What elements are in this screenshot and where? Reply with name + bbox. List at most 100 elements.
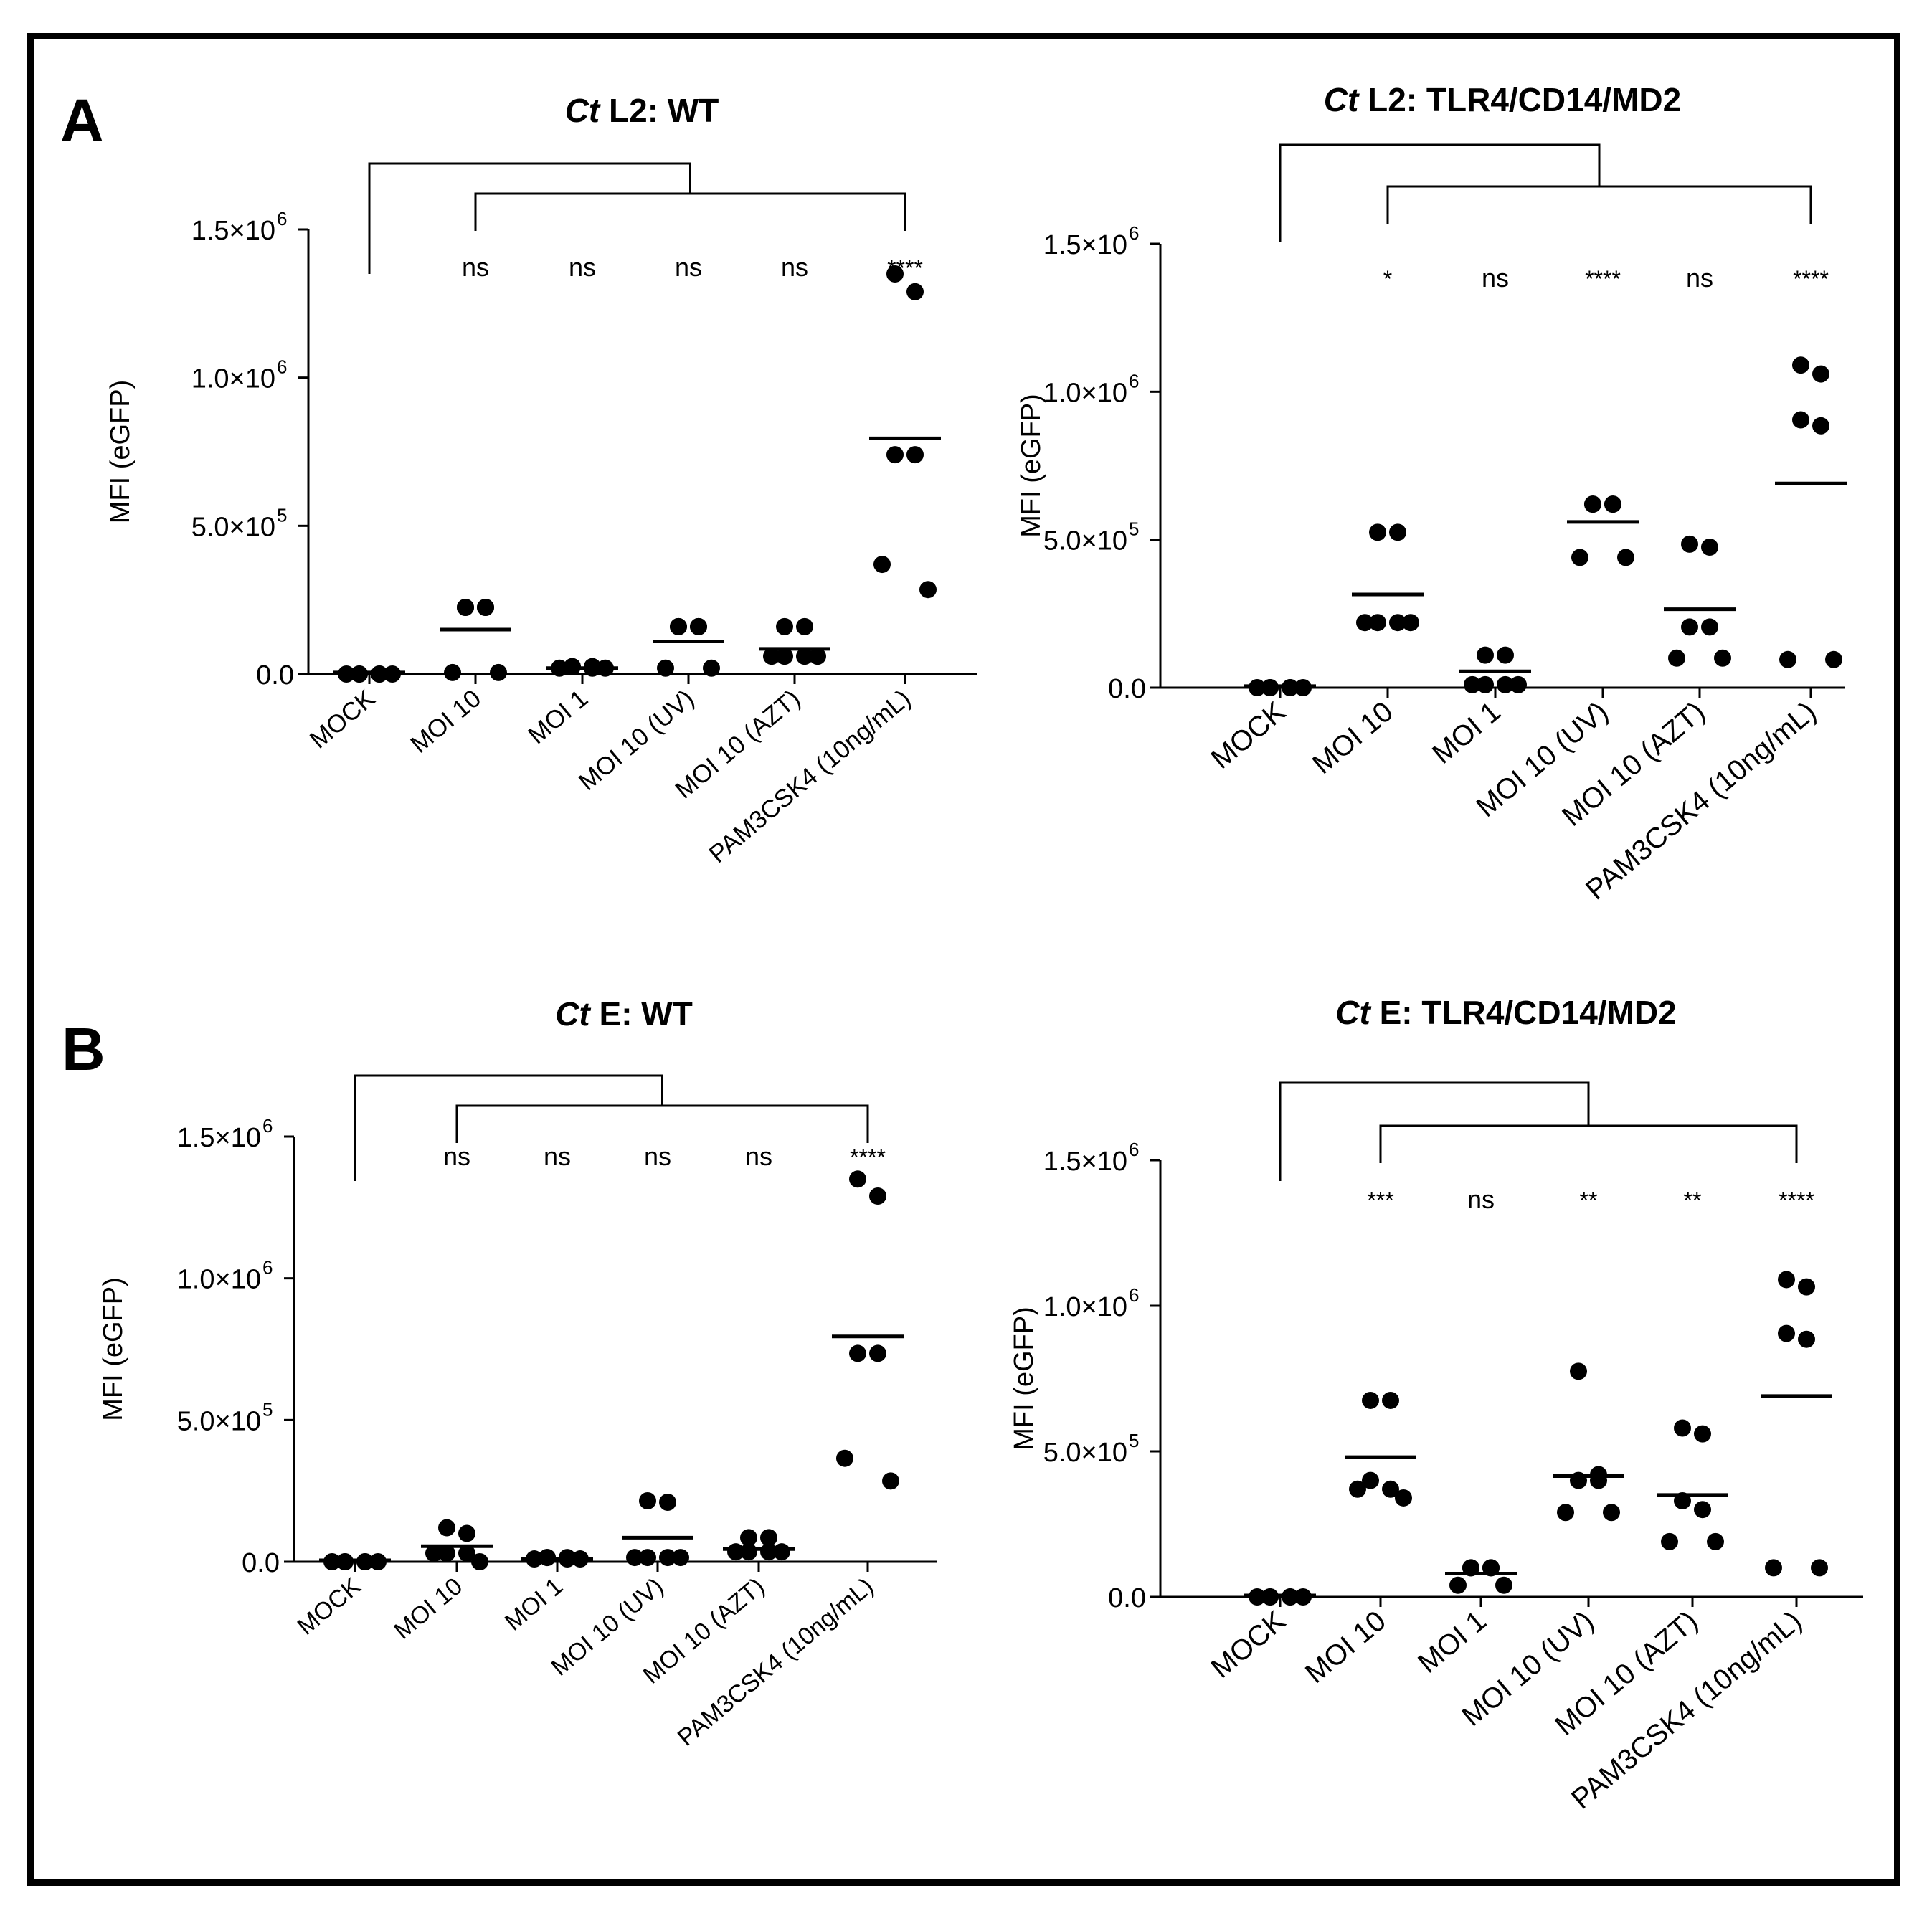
data-point [490, 663, 507, 681]
data-point [1681, 618, 1698, 636]
x-tick-label: MOI 1 [1426, 696, 1507, 770]
significance-label: ** [1580, 1187, 1598, 1213]
data-point [1779, 650, 1796, 668]
y-tick-exponent: 6 [1129, 222, 1139, 244]
data-point [438, 1519, 455, 1537]
data-point [882, 1472, 899, 1490]
data-point [1681, 535, 1698, 553]
data-point [1449, 1576, 1467, 1594]
bracket-outer [368, 162, 691, 274]
data-point [873, 556, 891, 574]
chart-title-italic: Ct [1335, 994, 1371, 1031]
chart-title-rest: E: TLR4/CD14/MD2 [1370, 994, 1677, 1031]
chart-title: Ct L2: TLR4/CD14/MD2 [1324, 81, 1681, 118]
data-point [1510, 675, 1527, 693]
x-tick-label: MOI 1 [523, 684, 593, 749]
data-point [1792, 356, 1809, 374]
data-point [1402, 614, 1419, 632]
significance-label: *** [1367, 1187, 1393, 1213]
panel-label-b: B [62, 1015, 105, 1083]
bracket-outer [1279, 143, 1601, 242]
bracket-outer [354, 1074, 663, 1181]
y-axis-label: MFI (eGFP) [1016, 394, 1046, 538]
significance-label: ** [1684, 1187, 1702, 1213]
data-point [1792, 411, 1809, 429]
data-point [919, 581, 937, 599]
data-point [639, 1549, 656, 1567]
data-point [444, 663, 461, 681]
data-point [740, 1529, 757, 1547]
data-point [1495, 1576, 1512, 1594]
data-point [670, 617, 687, 635]
y-tick-label: 5.0×10 [1043, 526, 1127, 556]
data-point [1362, 1471, 1379, 1489]
data-point [471, 1553, 488, 1570]
data-point [690, 617, 707, 635]
significance-label: ns [1686, 263, 1713, 293]
significance-label: ns [1467, 1185, 1495, 1214]
data-point [1369, 614, 1386, 632]
data-point [1674, 1419, 1691, 1437]
data-point [773, 1543, 790, 1561]
data-point [796, 617, 813, 635]
y-tick-label: 1.5×10 [191, 216, 275, 246]
significance-label: ns [1482, 263, 1509, 293]
data-point [1570, 1362, 1587, 1380]
significance-label: ns [569, 252, 596, 282]
y-tick-label: 5.0×10 [1043, 1438, 1127, 1468]
bracket-inner [1379, 1124, 1798, 1163]
data-point [1798, 1278, 1815, 1296]
data-point [869, 1187, 886, 1205]
significance-label: **** [1779, 1187, 1814, 1213]
data-point [1812, 417, 1829, 435]
x-tick-label: PAM3CSK4 (10ng/mL) [704, 684, 916, 868]
y-tick-exponent: 5 [277, 504, 287, 526]
y-tick-label: 5.0×10 [177, 1406, 261, 1436]
y-tick-exponent: 6 [1129, 370, 1139, 392]
data-point [906, 283, 924, 300]
significance-label: ns [781, 252, 808, 282]
y-tick-exponent: 6 [262, 1257, 273, 1279]
chart-title: Ct L2: WT [565, 92, 719, 129]
data-point [1603, 1504, 1620, 1522]
y-tick-exponent: 5 [1129, 1430, 1139, 1451]
data-point [1356, 614, 1373, 632]
data-point [1557, 1504, 1574, 1522]
chart-title: Ct E: WT [555, 995, 693, 1033]
x-tick-label: MOCK [1206, 1605, 1292, 1684]
bracket-inner [1386, 185, 1812, 224]
x-tick-label: MOI 10 [389, 1573, 468, 1645]
data-point [809, 648, 826, 665]
data-point [1701, 618, 1718, 636]
y-tick-label: 1.0×10 [1043, 1292, 1127, 1322]
data-point [1798, 1330, 1815, 1348]
bracket-outer [1279, 1081, 1590, 1181]
x-tick-label: MOCK [293, 1573, 366, 1641]
data-point [1362, 1391, 1379, 1409]
significance-label: ns [644, 1142, 671, 1171]
y-tick-label: 0.0 [256, 660, 294, 691]
data-point [657, 659, 674, 677]
significance-label: ns [675, 252, 702, 282]
chart-title-italic: Ct [1324, 81, 1360, 118]
bracket-inner [455, 1104, 869, 1143]
y-tick-label: 0.0 [242, 1548, 280, 1578]
data-point [457, 599, 474, 616]
data-point [672, 1549, 689, 1567]
x-tick-label: MOI 1 [1412, 1605, 1492, 1679]
data-point [1825, 650, 1842, 668]
data-point [1477, 646, 1494, 664]
significance-label: * [1383, 266, 1392, 292]
data-point [458, 1545, 475, 1562]
data-point [1765, 1559, 1782, 1577]
x-tick-label: PAM3CSK4 (10ng/mL) [673, 1573, 879, 1752]
data-point [639, 1492, 656, 1510]
data-point [886, 446, 904, 464]
y-tick-exponent: 6 [277, 356, 287, 378]
data-point [703, 659, 720, 677]
x-tick-label: MOI 10 [405, 684, 486, 759]
y-tick-label: 1.5×10 [1043, 1147, 1127, 1177]
data-point [438, 1545, 455, 1562]
